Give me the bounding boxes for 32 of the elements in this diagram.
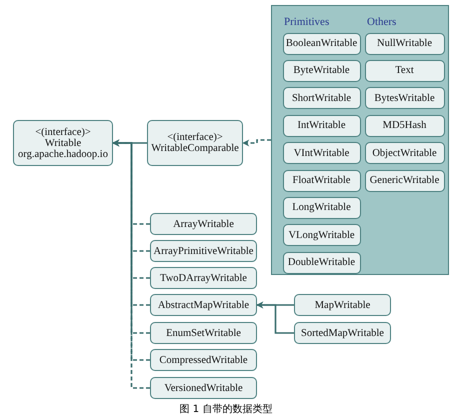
interface-box: <(interface)> WritableComparable [147,120,243,166]
class-box: VersionedWritable [150,377,257,399]
class-box: ArrayPrimitiveWritable [150,240,257,262]
group-panel [271,5,449,275]
class-box: ArrayWritable [150,213,257,235]
class-box: ObjectWritable [364,142,444,164]
class-box: IntWritable [282,114,360,137]
class-box: CompressedWritable [150,349,257,371]
class-box: VLongWritable [282,224,360,246]
class-box: NullWritable [364,32,444,54]
class-box: AbstractMapWritable [150,294,257,316]
column-heading: Others [367,16,396,28]
class-box: FloatWritable [282,170,360,192]
caption: 图 1 自带的数据类型 [178,402,274,416]
class-box: VIntWritable [282,142,360,164]
class-box: ByteWritable [282,60,360,82]
arrow [256,302,294,334]
class-box: DoubleWritable [282,252,360,274]
class-box: MapWritable [294,294,391,316]
class-box: EnumSetWritable [150,322,257,344]
class-box: SortedMapWritable [294,322,391,344]
interface-box: <(interface)> Writable org.apache.hadoop.io [13,120,113,166]
class-box: TwoDArrayWritable [150,267,257,289]
class-box: ShortWritable [282,87,360,110]
class-box: Text [364,60,444,82]
class-box: BytesWritable [364,87,444,110]
arrow [242,139,271,146]
class-box: MD5Hash [364,114,444,137]
class-box: BooleanWritable [282,32,360,54]
class-box: LongWritable [282,196,360,219]
class-box: GenericWritable [364,170,444,192]
column-heading: Primitives [284,16,330,28]
